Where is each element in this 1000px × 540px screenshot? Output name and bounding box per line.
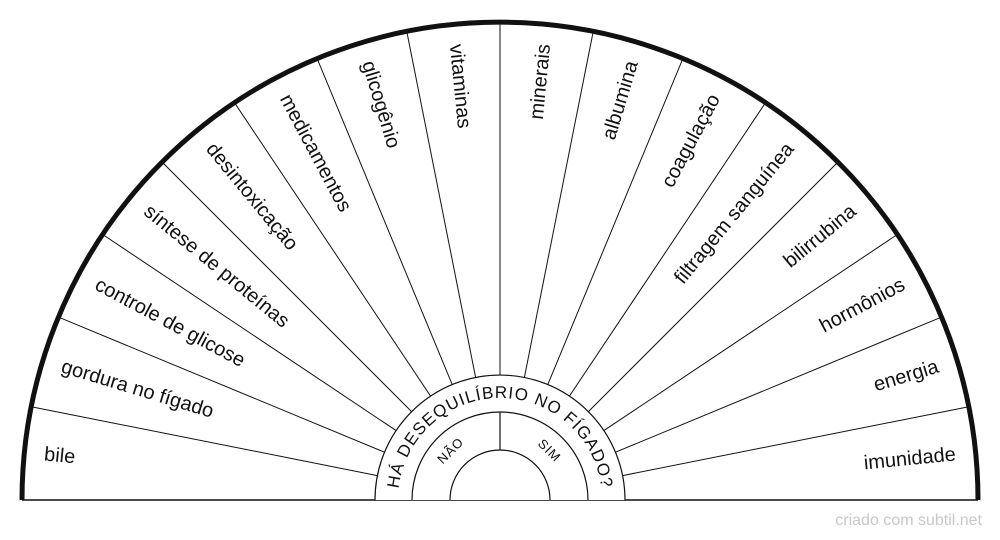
sector-divider (163, 163, 412, 412)
sector-divider (317, 60, 453, 385)
sector-label: albumina (598, 57, 643, 142)
sector-divider (406, 33, 477, 378)
sector-label: gordura no fígado (59, 356, 216, 423)
sector-divider (547, 60, 683, 385)
sector-label: bilirrubina (780, 200, 862, 273)
sector-label: imunidade (863, 443, 957, 474)
sector-divider (33, 406, 378, 477)
sector-label: energia (871, 356, 942, 397)
sector-label: controle de glicose (91, 274, 248, 372)
sector-label: vitaminas (445, 43, 475, 129)
sector-label: coagulação (657, 91, 725, 192)
outer-arc (19, 19, 981, 501)
sector-divider (622, 406, 967, 477)
sector-label: glicogênio (357, 58, 404, 151)
sector-label: bile (43, 443, 76, 468)
sector-label: desintoxicação (201, 139, 302, 255)
sector-divider (588, 163, 837, 412)
sector-divider (603, 235, 897, 432)
sector-divider (103, 235, 397, 432)
sector-divider (235, 103, 432, 397)
sector-label: medicamentos (275, 91, 356, 216)
inner-arc (449, 449, 551, 501)
sector-divider (523, 33, 594, 378)
sector-divider (60, 317, 385, 453)
sector-label: hormônios (816, 274, 909, 337)
sector-divider (615, 317, 940, 453)
sector-label: minerais (526, 43, 555, 120)
credit-text: criado com subtil.net (835, 512, 982, 529)
sector-divider (568, 103, 765, 397)
chart-lines (19, 19, 981, 501)
